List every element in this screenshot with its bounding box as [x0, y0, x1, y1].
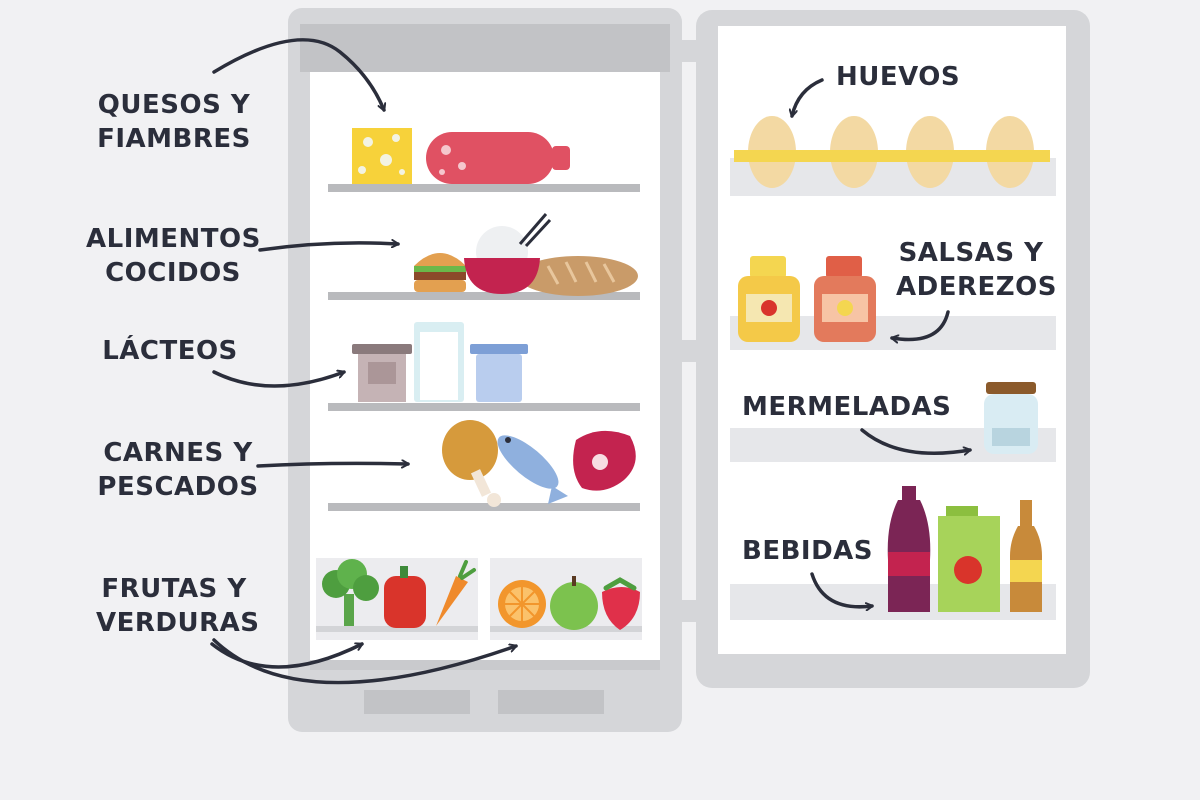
- label-line: BEBIDAS: [742, 536, 873, 566]
- label-line: SALSAS Y: [898, 238, 1044, 268]
- label-frutas-y-verduras: FRUTAS Y VERDURAS: [96, 572, 260, 640]
- label-mermeladas: MERMELADAS: [742, 390, 951, 424]
- salami-icon: [426, 132, 570, 184]
- arrow-frutas-1: [210, 642, 364, 669]
- arrow-mermeladas: [860, 428, 972, 453]
- juice-box-icon: [938, 506, 1000, 612]
- broccoli-icon: [322, 559, 379, 626]
- shelves: [328, 184, 640, 511]
- orange-icon: [498, 580, 546, 628]
- cup-icon: [470, 344, 528, 402]
- label-lacteos: LÁCTEOS: [100, 334, 240, 368]
- arrow-frutas-2: [212, 638, 518, 685]
- arrow-carnes: [256, 463, 410, 466]
- label-alimentos-cocidos: ALIMENTOS COCIDOS: [86, 222, 260, 290]
- label-line: VERDURAS: [96, 608, 260, 638]
- cheese-icon: [352, 128, 412, 184]
- arrow-huevos: [792, 78, 824, 118]
- carrot-icon: [436, 560, 476, 626]
- eggs-icon: [734, 116, 1050, 188]
- soda-bottle-icon: [887, 486, 931, 612]
- steak-icon: [573, 430, 636, 491]
- label-line: CARNES Y: [103, 438, 253, 468]
- arrows: [210, 38, 972, 685]
- label-salsas-y-aderezos: SALSAS Y ADEREZOS: [896, 236, 1057, 304]
- label-carnes-y-pescados: CARNES Y PESCADOS: [96, 436, 260, 504]
- label-line: FRUTAS Y: [101, 574, 247, 604]
- pepper-icon: [384, 566, 426, 628]
- apple-icon: [550, 576, 598, 630]
- label-bebidas: BEBIDAS: [742, 534, 873, 568]
- label-line: HUEVOS: [836, 62, 961, 92]
- arrow-quesos: [212, 38, 384, 112]
- burger-icon: [414, 253, 466, 292]
- jam-jar-icon: [984, 382, 1038, 454]
- label-line: PESCADOS: [97, 472, 259, 502]
- bread-icon: [518, 256, 638, 296]
- arrow-salsas: [890, 310, 950, 340]
- label-line: LÁCTEOS: [102, 336, 238, 366]
- label-line: ADEREZOS: [896, 272, 1057, 302]
- chicken-leg-icon: [442, 420, 501, 507]
- label-quesos-y-fiambres: QUESOS Y FIAMBRES: [96, 88, 252, 156]
- rice-bowl-icon: [464, 213, 552, 294]
- yogurt-icon: [352, 344, 412, 402]
- label-line: COCIDOS: [105, 258, 241, 288]
- strawberry-icon: [602, 577, 640, 630]
- label-huevos: HUEVOS: [836, 60, 960, 94]
- label-line: MERMELADAS: [742, 392, 952, 422]
- fish-icon: [497, 435, 568, 504]
- label-line: FIAMBRES: [97, 124, 251, 154]
- arrow-bebidas: [810, 572, 874, 607]
- arrow-lacteos: [212, 372, 346, 388]
- sauce-jar-icon: [738, 256, 876, 342]
- arrow-alimentos: [258, 243, 400, 252]
- label-line: ALIMENTOS: [86, 224, 261, 254]
- label-line: QUESOS Y: [97, 90, 251, 120]
- milk-glass-icon: [414, 322, 464, 402]
- beer-bottle-icon: [1010, 500, 1042, 612]
